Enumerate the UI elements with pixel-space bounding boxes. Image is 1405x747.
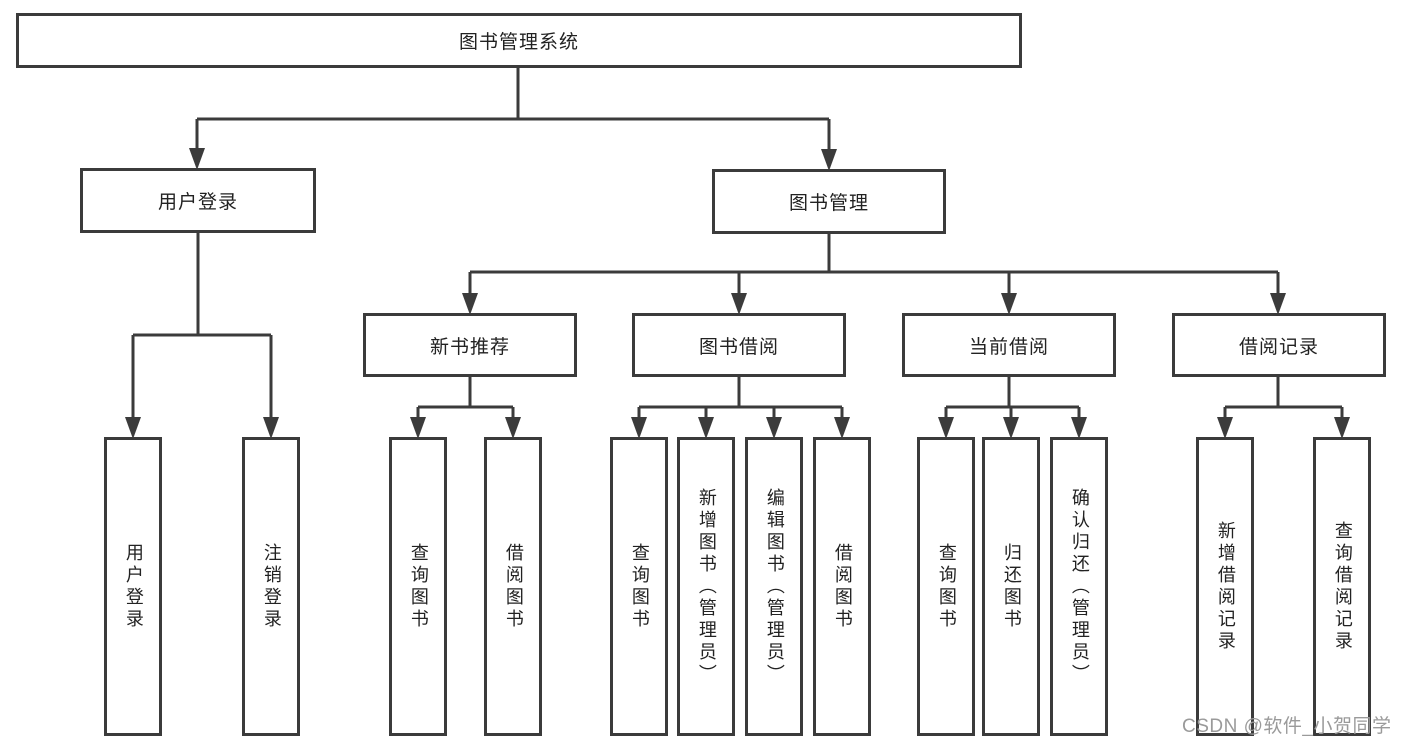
watermark: CSDN @软件_小贺同学 — [1182, 716, 1392, 737]
arrowhead-icon — [263, 417, 279, 439]
arrowhead-icon — [1270, 293, 1286, 315]
node-root-system: 图书管理系统 — [16, 13, 1022, 68]
arrowhead-icon — [125, 417, 141, 439]
arrowhead-icon — [505, 417, 521, 439]
arrowhead-icon — [821, 149, 837, 171]
leaf-add-book-admin: 新增图书（管理员） — [677, 437, 735, 736]
arrowhead-icon — [1217, 417, 1233, 439]
node-book-borrowing: 图书借阅 — [632, 313, 846, 377]
node-new-book-recommendation: 新书推荐 — [363, 313, 577, 377]
leaf-logout: 注销登录 — [242, 437, 300, 736]
leaf-confirm-return-admin: 确认归还（管理员） — [1050, 437, 1108, 736]
arrowhead-icon — [1071, 417, 1087, 439]
leaf-return-books: 归还图书 — [982, 437, 1040, 736]
arrowhead-icon — [189, 148, 205, 170]
arrowhead-icon — [698, 417, 714, 439]
arrowhead-icon — [1003, 417, 1019, 439]
arrowhead-icon — [834, 417, 850, 439]
node-user-login-branch: 用户登录 — [80, 168, 316, 233]
leaf-edit-book-admin: 编辑图书（管理员） — [745, 437, 803, 736]
node-book-management: 图书管理 — [712, 169, 946, 234]
arrowhead-icon — [462, 293, 478, 315]
leaf-user-login: 用户登录 — [104, 437, 162, 736]
arrowhead-icon — [1001, 293, 1017, 315]
leaf-add-borrow-record: 新增借阅记录 — [1196, 437, 1254, 736]
arrowhead-icon — [938, 417, 954, 439]
leaf-query-books-current: 查询图书 — [917, 437, 975, 736]
arrowhead-icon — [410, 417, 426, 439]
arrowhead-icon — [631, 417, 647, 439]
leaf-query-books-borrowing: 查询图书 — [610, 437, 668, 736]
node-borrowing-records: 借阅记录 — [1172, 313, 1386, 377]
arrowhead-icon — [766, 417, 782, 439]
arrowhead-icon — [731, 293, 747, 315]
leaf-query-books-recommend: 查询图书 — [389, 437, 447, 736]
leaf-borrow-books-recommend: 借阅图书 — [484, 437, 542, 736]
arrowhead-icon — [1334, 417, 1350, 439]
node-current-borrowing: 当前借阅 — [902, 313, 1116, 377]
leaf-query-borrow-record: 查询借阅记录 — [1313, 437, 1371, 736]
leaf-borrow-books-borrowing: 借阅图书 — [813, 437, 871, 736]
